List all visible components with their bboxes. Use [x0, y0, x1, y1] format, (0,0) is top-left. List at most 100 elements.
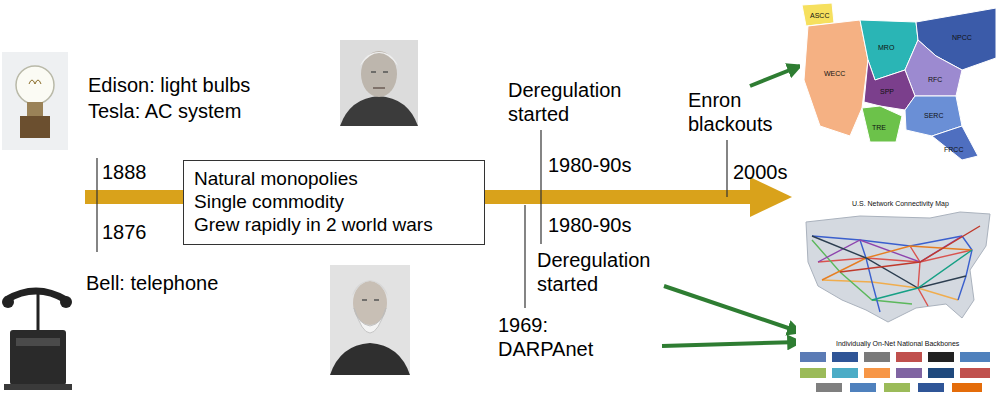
logo-mark — [960, 352, 990, 362]
us-outline — [806, 212, 990, 322]
phone-handset — [6, 291, 66, 300]
map-label: FRCC — [944, 146, 963, 154]
logo-mark — [864, 368, 890, 378]
tick-line — [524, 205, 525, 308]
photo-face — [361, 51, 397, 97]
photo-eye — [383, 71, 388, 73]
backbone-line — [910, 246, 928, 306]
logo-mark — [896, 352, 922, 362]
phone-earpiece — [2, 296, 14, 308]
backbone-line — [872, 250, 972, 300]
note-line: Single commodity — [194, 190, 474, 213]
pointer-arrow — [664, 286, 800, 332]
timeline-label: Deregulation started — [508, 78, 638, 126]
note-line: Natural monopolies — [194, 167, 474, 190]
map-ground — [796, 196, 998, 397]
phone-cradle — [37, 292, 40, 330]
bell-portrait — [330, 265, 410, 375]
logo-mark — [832, 368, 858, 378]
timeline-label: 1980-90s — [548, 153, 631, 177]
logo-mark — [816, 383, 842, 392]
map-ground — [800, 0, 998, 162]
photo-beard — [354, 308, 386, 333]
logo-mark — [960, 368, 990, 378]
photo-coat — [330, 343, 410, 375]
timeline-label: 1969: DARPAnet — [498, 313, 602, 361]
logo-mark — [928, 368, 954, 378]
map-label: NPCC — [952, 34, 972, 42]
timeline-label: 2000s — [733, 160, 788, 184]
backbone-line — [822, 246, 972, 280]
logo-mark — [918, 383, 944, 392]
edison-portrait — [340, 40, 418, 126]
backbone-line — [812, 236, 966, 288]
telephone-icon — [2, 291, 72, 390]
pointer-arrow — [750, 66, 800, 86]
logo-mark — [832, 352, 858, 362]
bulb-base — [27, 102, 43, 116]
icon-ground — [2, 52, 68, 150]
map-label: ASCC — [810, 12, 829, 20]
backbone-line — [840, 226, 980, 272]
map-label: SERC — [924, 112, 943, 120]
note-line: Grew rapidly in 2 world wars — [194, 213, 474, 236]
logo-mark — [850, 383, 876, 392]
backbone-line — [958, 236, 972, 300]
photo-coat — [340, 96, 418, 126]
timeline-label: 1980-90s — [548, 213, 631, 237]
photo-hair — [360, 52, 398, 66]
map-label: MRO — [878, 44, 894, 52]
pointer-arrow — [662, 342, 800, 346]
map-region — [932, 126, 978, 160]
phone-panel — [16, 338, 60, 346]
bulb-filament — [29, 80, 41, 84]
timeline-label: Enron blackouts — [688, 88, 788, 136]
map-label: WECC — [824, 70, 845, 78]
phone-body — [10, 330, 66, 385]
timeline-label: Deregulation started — [537, 248, 667, 296]
backbone-lines — [812, 226, 980, 312]
phone-foot — [4, 384, 72, 390]
timeline-label: Tesla: AC system — [88, 99, 241, 123]
logo-mark — [800, 352, 826, 362]
map-label: Individually On-Net National Backbones — [836, 340, 959, 348]
map-region — [804, 20, 868, 136]
photo-hair — [352, 280, 388, 296]
backbone-line — [860, 240, 880, 312]
carrier-logos — [800, 352, 990, 392]
network-backbone-map — [796, 196, 998, 397]
logo-mark — [896, 368, 922, 378]
map-label: U.S. Network Connectivity Map — [852, 200, 949, 208]
bulb-glass — [16, 66, 54, 104]
logo-mark — [928, 352, 954, 362]
photo-mouth — [373, 87, 385, 89]
map-label: SPP — [880, 88, 894, 96]
map-label: TRE — [872, 124, 886, 132]
tick-line — [96, 158, 97, 252]
photo-eye — [362, 299, 367, 301]
map-region — [864, 60, 915, 110]
power-grid-map — [800, 0, 998, 162]
logo-mark — [864, 352, 890, 362]
logo-mark — [884, 383, 910, 392]
note-box: Natural monopoliesSingle commodityGrew r… — [183, 160, 485, 245]
photo-ground — [340, 40, 418, 126]
phone-mouthpiece — [60, 296, 72, 308]
photo-eye — [371, 71, 376, 73]
map-region — [802, 3, 834, 26]
timeline-label: 1888 — [102, 160, 147, 184]
map-region — [862, 106, 902, 142]
timeline-label: Edison: light bulbs — [88, 73, 250, 97]
tick-line — [726, 140, 727, 197]
timeline-label: 1876 — [102, 220, 147, 244]
timeline-label: Bell: telephone — [86, 271, 218, 295]
logo-mark — [800, 368, 826, 378]
tick-line — [540, 130, 541, 244]
photo-ground — [330, 265, 410, 375]
lightbulb-icon — [2, 52, 68, 150]
photo-eye — [374, 299, 379, 301]
map-region — [905, 40, 962, 96]
